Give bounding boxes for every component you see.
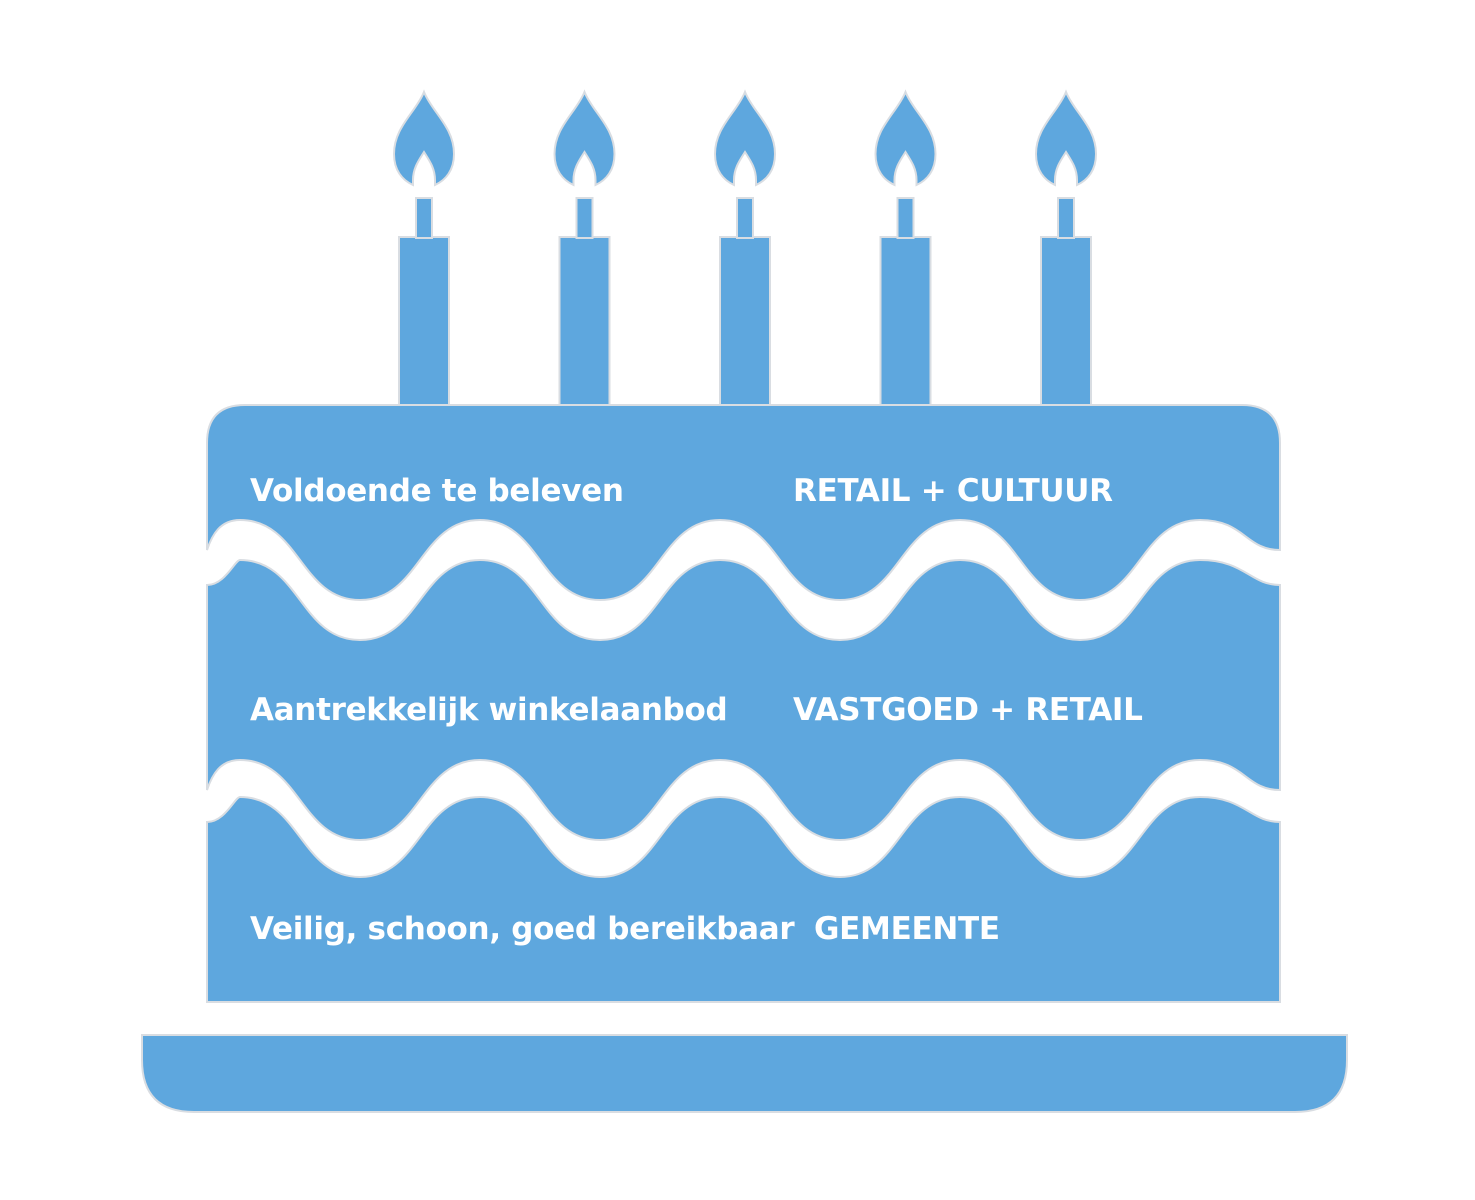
layer-1-party: RETAIL + CULTUUR (793, 473, 1113, 509)
layer-2-party: VASTGOED + RETAIL (793, 692, 1143, 728)
candle-body (879, 236, 932, 413)
candle-body (398, 236, 450, 413)
candle (393, 91, 455, 413)
candle (1035, 91, 1097, 413)
candle-wick (896, 197, 915, 239)
layer-3-description: Veilig, schoon, goed bereikbaar (250, 911, 795, 947)
flame-icon (874, 91, 937, 186)
candle-body (1040, 236, 1092, 413)
cake-layer-bottom (206, 795, 1281, 1003)
cake-layer-top (206, 404, 1281, 602)
candle-body (719, 236, 771, 413)
cake-layer-middle (206, 558, 1281, 842)
flame-icon (553, 91, 616, 186)
layer-1-description: Voldoende te beleven (250, 473, 624, 509)
candle-wick (1057, 197, 1075, 239)
flame-icon (1035, 91, 1097, 186)
cake-stand (141, 1034, 1348, 1113)
candle-wick (575, 197, 594, 239)
candles (393, 91, 1097, 413)
layer-2-description: Aantrekkelijk winkelaanbod (250, 692, 728, 728)
candle-body (558, 236, 611, 413)
candle-wick (415, 197, 433, 239)
candle (874, 91, 937, 413)
candle-wick (736, 197, 754, 239)
candle (714, 91, 776, 413)
layer-3-party: GEMEENTE (814, 911, 1000, 947)
flame-icon (393, 91, 455, 186)
candle (553, 91, 616, 413)
flame-icon (714, 91, 776, 186)
